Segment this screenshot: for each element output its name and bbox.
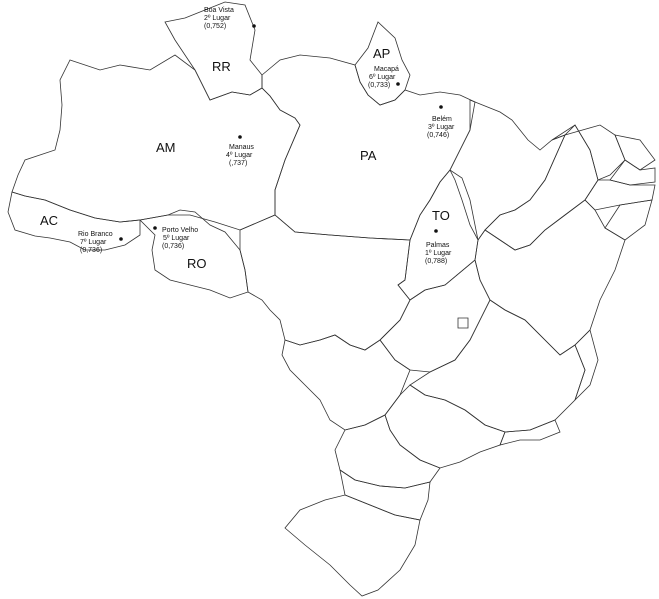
state-al-se xyxy=(604,199,653,241)
other-states xyxy=(239,99,656,597)
state-code-to: TO xyxy=(432,208,450,223)
capital-label-ap: Macapá 6º Lugar (0,733) xyxy=(368,66,401,89)
state-ms xyxy=(281,334,411,431)
capital-dot-porto-velho xyxy=(153,226,157,230)
state-code-ap: AP xyxy=(373,46,390,61)
state-mt xyxy=(239,214,411,351)
capital-label-to: Palmas 1º Lugar (0,788) xyxy=(425,242,453,265)
capital-dot-manaus xyxy=(238,135,242,139)
state-pi xyxy=(484,124,599,251)
capital-dot-belem xyxy=(439,105,443,109)
state-code-pa: PA xyxy=(360,148,377,163)
state-ba xyxy=(474,199,626,356)
state-code-rr: RR xyxy=(212,59,231,74)
capital-labels: Boa Vista 2º Lugar (0,752) Macapá 6º Lug… xyxy=(78,7,456,265)
capital-dot-rio-branco xyxy=(119,237,123,241)
state-go xyxy=(379,259,491,373)
state-code-ac: AC xyxy=(40,213,58,228)
capital-markers xyxy=(119,24,443,241)
state-rn xyxy=(614,134,656,171)
state-ac xyxy=(7,191,141,251)
state-ce xyxy=(563,124,626,181)
state-sc xyxy=(339,469,431,521)
state-to xyxy=(397,169,479,301)
state-code-am: AM xyxy=(156,140,176,155)
state-ma xyxy=(449,99,566,241)
capital-label-pa: Belém 3º Lugar (0,746) xyxy=(427,116,456,139)
state-pb xyxy=(609,159,656,186)
state-rj xyxy=(499,419,561,446)
capital-dot-palmas xyxy=(434,229,438,233)
highlighted-states xyxy=(7,1,479,301)
capital-label-ac: Rio Branco 7º Lugar (0,736) xyxy=(78,231,115,254)
state-sp xyxy=(384,384,506,469)
state-code-ro: RO xyxy=(187,256,207,271)
state-ap xyxy=(354,21,411,106)
capital-label-am: Manaus 4º Lugar (,737) xyxy=(226,144,256,167)
state-es xyxy=(574,329,599,401)
state-codes: RR AP AM PA AC RO TO xyxy=(40,46,450,271)
state-mg xyxy=(409,299,586,433)
state-df xyxy=(457,317,469,329)
state-rs xyxy=(284,494,421,597)
capital-dot-macapa xyxy=(396,82,400,86)
capital-label-rr: Boa Vista 2º Lugar (0,752) xyxy=(204,7,236,30)
capital-dot-boa-vista xyxy=(252,24,256,28)
state-ro xyxy=(139,209,249,299)
capital-label-ro: Porto Velho 5º Lugar (0,736) xyxy=(162,227,200,250)
